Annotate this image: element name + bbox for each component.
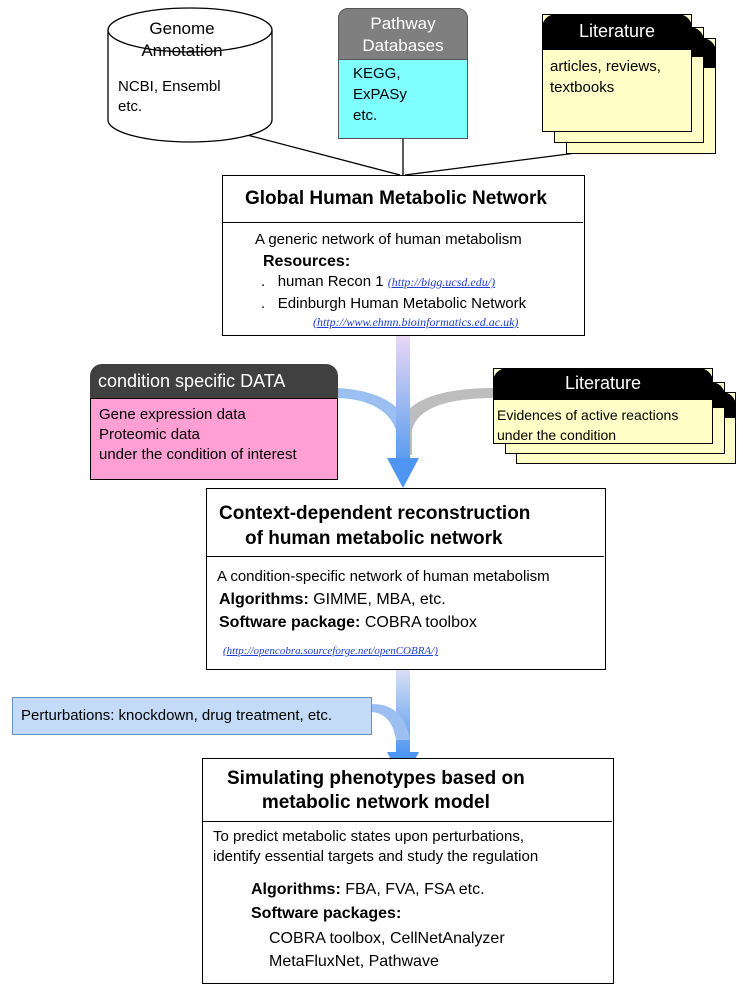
context-network-description: A condition-specific network of human me… (217, 568, 550, 585)
simulating-desc-line1: To predict metabolic states upon perturb… (213, 828, 525, 845)
literature-top-title: Literature (542, 14, 692, 50)
literature-top-body: articles, reviews, textbooks (550, 56, 661, 98)
resource-item-ehmn: . Edinburgh Human Metabolic Network (261, 295, 526, 312)
literature-mid-title: Literature (493, 368, 713, 400)
global-network-title: Global Human Metabolic Network (245, 188, 547, 209)
literature-mid-line1: Evidences of active reactions (497, 407, 679, 423)
pathway-title-line1: Pathway (370, 14, 436, 33)
recon-label: human Recon 1 (277, 273, 384, 290)
perturbation-feed-curve (372, 704, 410, 740)
software-label: Software package: (219, 614, 361, 631)
simulating-title: Simulating phenotypes based on metabolic… (227, 767, 525, 815)
genome-title-line2: Annotation (141, 41, 223, 60)
sim-software-list: COBRA toolbox, CellNetAnalyzer MetaFluxN… (269, 927, 505, 973)
pathway-line1: KEGG, (353, 65, 401, 82)
genome-annotation-title: Genome Annotation (112, 18, 252, 62)
context-title-line2: of human metabolic network (245, 528, 503, 549)
pathway-title-line2: Databases (362, 36, 444, 55)
bullet: . (261, 273, 266, 290)
condition-data-title: condition specific DATA (90, 364, 338, 399)
resource-item-recon: . human Recon 1 (http://bigg.ucsd.edu/) (261, 273, 495, 290)
pathway-line2: ExPASy (353, 86, 407, 103)
sim-algorithms-value: FBA, FVA, FSA etc. (345, 881, 485, 898)
resources-label: Resources: (263, 253, 351, 270)
literature-top-line1: articles, reviews, (550, 58, 661, 75)
software-value: COBRA toolbox (364, 614, 477, 631)
algorithms-value: GIMME, MBA, etc. (313, 591, 446, 608)
literature-mid-line2: under the condition (497, 427, 617, 443)
arrow-down-1 (387, 336, 419, 488)
context-algorithms: Algorithms: GIMME, MBA, etc. (219, 591, 446, 609)
global-network-description: A generic network of human metabolism (255, 231, 522, 248)
genome-annotation-body: NCBI, Ensembl etc. (118, 77, 221, 117)
pathway-line3: etc. (353, 107, 378, 124)
context-software: Software package: COBRA toolbox (219, 614, 477, 632)
pathway-databases-body: KEGG, ExPASy etc. (338, 59, 468, 139)
genome-line2: etc. (118, 98, 143, 115)
sim-software-line1: COBRA toolbox, CellNetAnalyzer (269, 930, 505, 947)
genome-line1: NCBI, Ensembl (118, 78, 221, 95)
literature-mid-body: Evidences of active reactions under the … (497, 405, 678, 445)
context-network-title: Context-dependent reconstruction of huma… (219, 501, 530, 551)
simulating-title-line2: metabolic network model (261, 792, 490, 813)
condition-line3: under the condition of interest (99, 446, 297, 463)
recon-link[interactable]: (http://bigg.ucsd.edu/) (387, 275, 496, 289)
global-network-box: Global Human Metabolic Network A generic… (222, 175, 585, 336)
condition-line1: Gene expression data (99, 406, 246, 423)
sim-software-line2: MetaFluxNet, Pathwave (269, 953, 439, 970)
simulating-title-line1: Simulating phenotypes based on (227, 768, 525, 789)
genome-cylinder-shape (107, 7, 273, 143)
sim-software-label: Software packages: (251, 905, 402, 922)
opencobra-link[interactable]: (http://opencobra.sourceforge.net/openCO… (223, 645, 438, 657)
sim-algorithms-label: Algorithms: (251, 881, 341, 898)
condition-line2: Proteomic data (99, 426, 200, 443)
ehmn-link[interactable]: (http://www.ehmn.bioinformatics.ed.ac.uk… (313, 315, 519, 329)
simulating-description: To predict metabolic states upon perturb… (213, 827, 538, 867)
perturbations-box: Perturbations: knockdown, drug treatment… (12, 697, 372, 735)
genome-title-line1: Genome (149, 19, 215, 38)
context-network-box: Context-dependent reconstruction of huma… (206, 488, 606, 670)
bullet: . (261, 295, 266, 312)
literature-top-line2: textbooks (550, 79, 615, 96)
ehmn-label: Edinburgh Human Metabolic Network (277, 295, 527, 312)
simulating-desc-line2: identify essential targets and study the… (213, 848, 539, 865)
pathway-databases-header: Pathway Databases (338, 8, 468, 60)
literature-feed-curve (398, 388, 495, 455)
simulating-box: Simulating phenotypes based on metabolic… (202, 758, 614, 984)
algorithms-label: Algorithms: (219, 591, 309, 608)
condition-feed-curve (338, 388, 410, 455)
context-title-line1: Context-dependent reconstruction (219, 503, 531, 524)
simulating-algorithms: Algorithms: FBA, FVA, FSA etc. (251, 881, 485, 899)
condition-data-body: Gene expression data Proteomic data unde… (90, 398, 338, 480)
